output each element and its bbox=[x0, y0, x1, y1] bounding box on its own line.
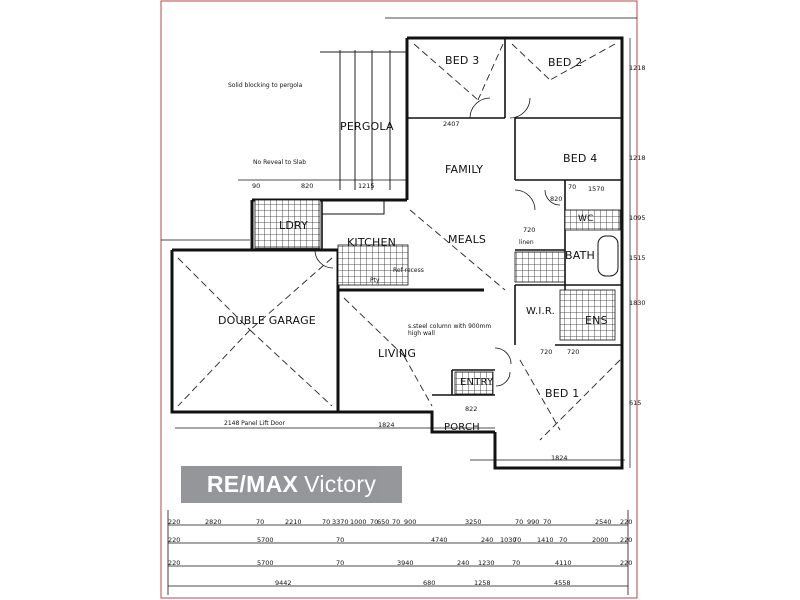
dimension-value: 2210 bbox=[285, 518, 302, 526]
room-bath: BATH bbox=[565, 249, 596, 262]
dimension-value: 70 bbox=[543, 518, 552, 526]
dimension-value: 5700 bbox=[257, 536, 274, 544]
outline-dimension-lines bbox=[161, 17, 637, 468]
dim-inner-720-c: 720 bbox=[567, 348, 580, 356]
dimension-value: 220 bbox=[168, 559, 181, 567]
remax-victory-logo: RE/MAX Victory bbox=[181, 466, 402, 503]
pergola-rafters bbox=[320, 50, 407, 190]
kitchen-bench bbox=[321, 199, 385, 215]
brand-suffix: Victory bbox=[304, 471, 377, 497]
dimension-value: 4740 bbox=[431, 536, 448, 544]
room-bed-3: BED 3 bbox=[445, 54, 480, 67]
dimension-value: 1000 bbox=[350, 518, 367, 526]
dimension-lines bbox=[167, 510, 629, 595]
dimension-value: 4558 bbox=[554, 579, 571, 587]
dim-top-1215: 1215 bbox=[358, 182, 375, 190]
room-bed-2: BED 2 bbox=[548, 56, 583, 69]
note-roller-door: 2148 Panel Lift Door bbox=[224, 420, 285, 427]
dimension-value: 220 bbox=[620, 518, 633, 526]
dimension-value: 70 bbox=[513, 536, 522, 544]
dimension-value: 990 bbox=[527, 518, 540, 526]
room-ldry: LDRY bbox=[279, 219, 309, 232]
dimension-value: 680 bbox=[423, 579, 436, 587]
dim-right-1515: 1515 bbox=[629, 254, 646, 262]
room-entry: ENTRY bbox=[460, 377, 494, 388]
dim-inner-820: 820 bbox=[550, 195, 563, 203]
note-no-reveal: No Reveal to Slab bbox=[253, 159, 307, 166]
label-ref-recess: Ref recess bbox=[393, 267, 424, 274]
dimension-value: 2540 bbox=[595, 518, 612, 526]
dimension-value: 70 bbox=[512, 559, 521, 567]
dimension-value: 70 bbox=[370, 518, 379, 526]
dimension-value: 220 bbox=[620, 536, 633, 544]
dim-right-1830: 1830 bbox=[629, 299, 646, 307]
dimension-value: 220 bbox=[168, 536, 181, 544]
dimension-value: 220 bbox=[620, 559, 633, 567]
dimension-value: 2000 bbox=[592, 536, 609, 544]
dim-bottom-1824-a: 1824 bbox=[378, 421, 395, 429]
note-solid-blocking: Solid blocking to pergola bbox=[228, 82, 303, 89]
interior-walls bbox=[321, 38, 622, 396]
dim-inner-822: 822 bbox=[465, 405, 478, 413]
dimension-value: 220 bbox=[168, 518, 181, 526]
dimension-value: 240 bbox=[481, 536, 494, 544]
dim-right-1095: 1095 bbox=[629, 214, 646, 222]
brand-name: RE/MAX bbox=[206, 471, 299, 497]
room-double-garage: DOUBLE GARAGE bbox=[218, 314, 316, 327]
dim-inner-720-b: 720 bbox=[540, 348, 553, 356]
room-wc: WC bbox=[578, 214, 594, 224]
room-pergola: PERGOLA bbox=[340, 120, 394, 133]
dim-inner-720-a: 720 bbox=[523, 226, 536, 234]
dimension-value: 650 bbox=[377, 518, 390, 526]
note-steel-column: s.steel column with 900mm high wall bbox=[408, 323, 492, 338]
plan-frame bbox=[160, 0, 638, 599]
label-linen: linen bbox=[519, 239, 534, 246]
dimension-value: 3250 bbox=[465, 518, 482, 526]
dimension-value: 70 bbox=[336, 559, 345, 567]
dim-right-1218-b: 1218 bbox=[629, 154, 646, 162]
dimension-value: 240 bbox=[457, 559, 470, 567]
dim-top-90: 90 bbox=[252, 182, 261, 190]
dim-bottom-1824-b: 1824 bbox=[551, 454, 568, 462]
room-ens: ENS bbox=[585, 314, 608, 327]
room-bed-1: BED 1 bbox=[545, 387, 580, 400]
dimension-value: 1258 bbox=[474, 579, 491, 587]
dimension-value: 4110 bbox=[555, 559, 572, 567]
dimension-value: 70 bbox=[322, 518, 331, 526]
label-pantry: Pty bbox=[370, 277, 380, 284]
dimension-value: 1230 bbox=[478, 559, 495, 567]
dim-inner-70: 70 bbox=[568, 183, 577, 191]
dimension-value: 5700 bbox=[257, 559, 274, 567]
door-swings bbox=[314, 97, 561, 387]
roof-lines bbox=[177, 43, 621, 441]
dimension-value: 3370 bbox=[332, 518, 349, 526]
dimension-value: 1030 bbox=[500, 536, 517, 544]
room-living: LIVING bbox=[378, 347, 417, 360]
room-family: FAMILY bbox=[445, 163, 484, 176]
dimension-value: 70 bbox=[515, 518, 524, 526]
dim-right-615: 615 bbox=[629, 399, 642, 407]
dim-top-820: 820 bbox=[301, 182, 314, 190]
dim-right-1218-a: 1218 bbox=[629, 64, 646, 72]
dimension-value: 900 bbox=[404, 518, 417, 526]
tiled-areas bbox=[254, 199, 621, 395]
bath-tub bbox=[597, 235, 619, 277]
dimension-value: 70 bbox=[559, 536, 568, 544]
room-kitchen: KITCHEN bbox=[347, 236, 397, 249]
room-bed-4: BED 4 bbox=[563, 152, 598, 165]
dimension-value: 70 bbox=[392, 518, 401, 526]
room-wir: W.I.R. bbox=[526, 306, 556, 317]
room-meals: MEALS bbox=[448, 233, 487, 246]
dim-inner-2407: 2407 bbox=[443, 120, 460, 128]
dimension-value: 1410 bbox=[537, 536, 554, 544]
room-porch: PORCH bbox=[444, 422, 480, 433]
dimension-value: 9442 bbox=[275, 579, 292, 587]
dimension-value: 70 bbox=[336, 536, 345, 544]
dimension-value: 70 bbox=[256, 518, 265, 526]
dimension-value: 3940 bbox=[397, 559, 414, 567]
dimension-value: 2820 bbox=[205, 518, 222, 526]
dim-inner-1570: 1570 bbox=[588, 185, 605, 193]
